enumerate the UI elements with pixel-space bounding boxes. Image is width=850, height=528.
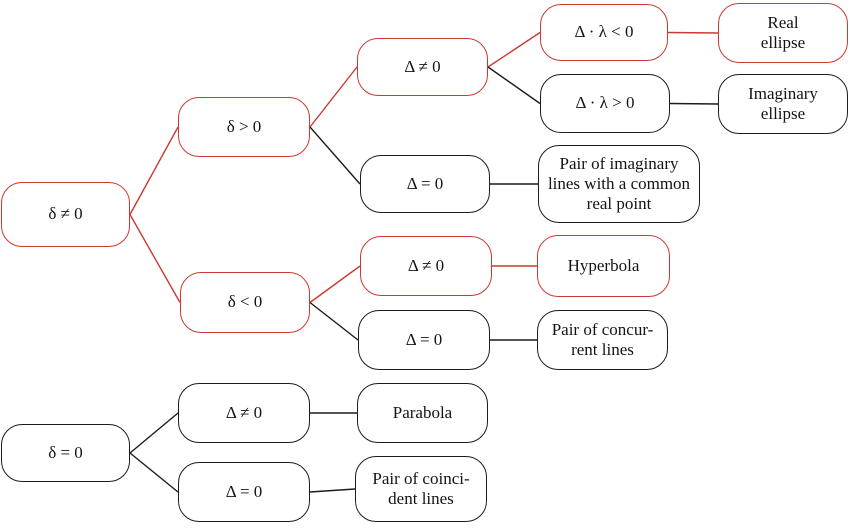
node-imaginary-ellipse: Imaginary ellipse xyxy=(718,74,848,134)
node-pair-coincident-lines: Pair of coinci- dent lines xyxy=(355,456,487,522)
node-cap-delta-ne-0-bot: Δ ≠ 0 xyxy=(178,383,310,443)
node-pair-concurrent-lines: Pair of concur- rent lines xyxy=(537,310,668,370)
edge-delta-gt-0-to-cap-delta-eq-0-top xyxy=(309,126,361,185)
edge-delta-eq-0-to-cap-delta-eq-0-bot xyxy=(129,452,179,493)
edge-delta-lt-0-to-cap-delta-eq-0-mid xyxy=(309,301,359,341)
edge-cap-delta-ne-0-top-to-delta-lambda-gt-0 xyxy=(487,66,541,105)
node-delta-lambda-gt-0: Δ · λ > 0 xyxy=(540,74,670,133)
node-hyperbola: Hyperbola xyxy=(537,235,670,297)
edge-cap-delta-eq-0-bot-to-pair-coincident-lines xyxy=(309,488,356,493)
edge-delta-ne-0-to-delta-lt-0 xyxy=(129,214,181,303)
node-cap-delta-eq-0-mid: Δ = 0 xyxy=(358,310,490,370)
node-cap-delta-ne-0-mid: Δ ≠ 0 xyxy=(360,236,492,296)
node-parabola: Parabola xyxy=(357,383,488,443)
node-pair-imaginary-lines: Pair of imaginary lines with a common re… xyxy=(538,145,700,223)
node-delta-lambda-lt-0: Δ · λ < 0 xyxy=(540,4,668,61)
node-delta-lt-0: δ < 0 xyxy=(180,272,310,333)
edge-cap-delta-ne-0-top-to-delta-lambda-lt-0 xyxy=(487,31,541,68)
node-cap-delta-ne-0-top: Δ ≠ 0 xyxy=(357,38,488,96)
node-real-ellipse: Real ellipse xyxy=(718,3,848,63)
node-delta-ne-0: δ ≠ 0 xyxy=(1,182,130,247)
edge-delta-gt-0-to-cap-delta-ne-0-top xyxy=(309,66,358,128)
edge-delta-eq-0-to-cap-delta-ne-0-bot xyxy=(129,412,179,454)
node-delta-gt-0: δ > 0 xyxy=(178,97,310,157)
node-delta-eq-0: δ = 0 xyxy=(1,424,130,482)
node-cap-delta-eq-0-bot: Δ = 0 xyxy=(178,462,310,522)
node-cap-delta-eq-0-top: Δ = 0 xyxy=(360,155,490,213)
edge-delta-lt-0-to-cap-delta-ne-0-mid xyxy=(309,265,361,304)
edge-delta-lambda-lt-0-to-real-ellipse xyxy=(667,31,719,34)
edge-delta-ne-0-to-delta-gt-0 xyxy=(129,126,179,215)
edge-delta-lambda-gt-0-to-imaginary-ellipse xyxy=(669,102,719,105)
